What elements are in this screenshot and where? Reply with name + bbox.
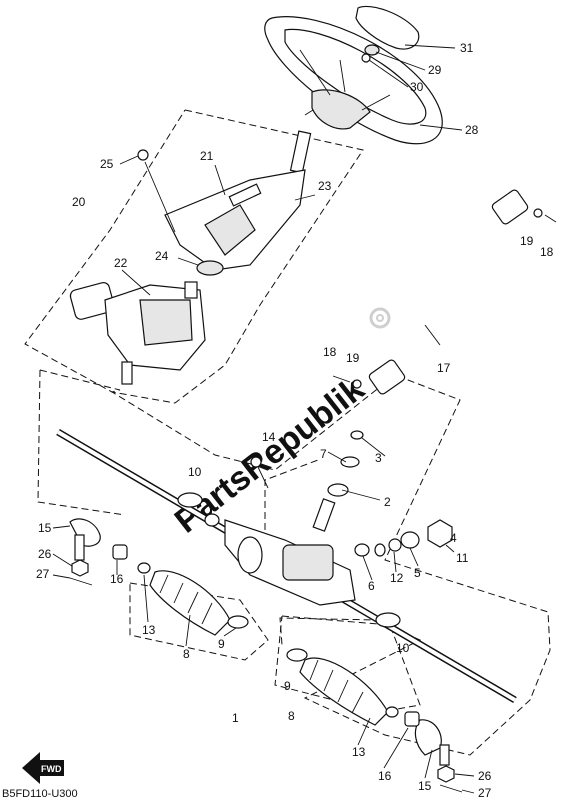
callout-16-left: 16 [110, 572, 124, 586]
callout-8-left: 8 [183, 647, 190, 661]
callout-15-right: 15 [418, 779, 432, 793]
callout-9-left: 9 [218, 637, 225, 651]
callout-19-top: 19 [520, 234, 534, 248]
callout-9-right: 9 [284, 679, 291, 693]
callout-16-right: 16 [378, 769, 392, 783]
eps-motor-unit [69, 269, 206, 385]
callout-21: 21 [200, 149, 214, 163]
steering-column [137, 130, 316, 276]
callout-22: 22 [114, 256, 128, 270]
callout-13-left: 13 [142, 623, 156, 637]
callout-12: 12 [390, 571, 404, 585]
callout-20: 20 [72, 195, 86, 209]
callout-6: 6 [368, 579, 375, 593]
drawing-code: B5FD110-U300 [2, 788, 78, 800]
callout-27-left: 27 [36, 567, 50, 581]
callout-5: 5 [414, 566, 421, 580]
callout-10-left: 10 [188, 465, 202, 479]
fwd-label: FWD [41, 764, 62, 774]
callout-28: 28 [465, 123, 479, 137]
assembly-boundaries [24, 109, 551, 756]
callout-26-right: 26 [478, 769, 492, 783]
callout-11: 11 [456, 551, 469, 565]
callout-8-right: 8 [288, 709, 295, 723]
callout-15-left: 15 [38, 521, 52, 535]
callout-24: 24 [155, 249, 169, 263]
callout-23: 23 [318, 179, 332, 193]
callout-31: 31 [460, 41, 474, 55]
callout-27-right: 27 [478, 786, 492, 800]
callout-25: 25 [100, 157, 114, 171]
callout-7: 7 [320, 447, 327, 461]
callout-10-right: 10 [396, 641, 410, 655]
callout-13-right: 13 [352, 745, 366, 759]
callout-17: 17 [437, 361, 451, 375]
callout-19-mid: 19 [346, 351, 360, 365]
callout-30: 30 [410, 80, 424, 94]
callout-26-left: 26 [38, 547, 52, 561]
steering-wheel [264, 16, 443, 145]
wheel-cap [355, 5, 463, 131]
intermediate-shaft [332, 189, 557, 395]
callout-1: 1 [232, 711, 239, 725]
gear-watermark-icon [369, 307, 391, 329]
callout-3: 3 [375, 451, 382, 465]
callout-2: 2 [384, 495, 391, 509]
fwd-arrow-icon: FWD [22, 752, 64, 784]
callout-29: 29 [428, 63, 442, 77]
callouts: 31 29 30 28 21 25 23 20 19 18 24 22 18 1… [36, 41, 554, 800]
callout-14: 14 [262, 430, 276, 444]
callout-18-top: 18 [540, 245, 554, 259]
callout-4: 4 [450, 531, 457, 545]
leader-lines [52, 155, 475, 794]
rack-boots [137, 562, 399, 726]
callout-18-mid: 18 [323, 345, 337, 359]
tie-rod-ends [69, 518, 463, 793]
steering-rack [56, 428, 517, 704]
